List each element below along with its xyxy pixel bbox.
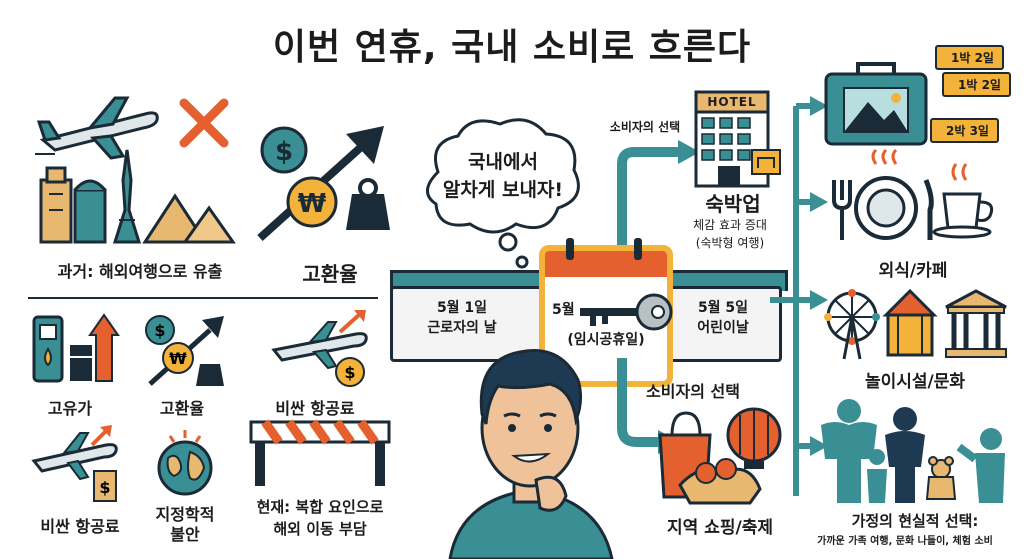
day2-line1: 5월: [552, 302, 575, 318]
day3: 5월 5일 어린이날: [668, 298, 778, 338]
airplane-icon: [35, 96, 159, 160]
airplane-price-icon: $: [271, 310, 368, 387]
trip-tag-1: 1박 2일: [935, 45, 1004, 70]
present-line1: 현재: 복합 요인으로: [256, 498, 384, 516]
shopping-basket-icon: [658, 407, 782, 505]
cross-icon: [179, 98, 229, 148]
lodging-sub: 체감 효과 증대 (숙박형 여행): [660, 216, 800, 252]
dollar-symbol: $: [99, 478, 110, 497]
hotel-icon: [694, 90, 781, 188]
present-line2: 해외 이동 부담: [273, 520, 367, 538]
exchange-label: 고환율: [302, 262, 358, 286]
landmarks-icon: [39, 149, 236, 244]
key-icon: [580, 293, 673, 331]
barrier-icon: [249, 419, 391, 486]
calendar-header: [545, 251, 667, 277]
day1-line1: 5월 1일: [436, 300, 488, 316]
suitcase-icon: [824, 62, 928, 146]
airfare-label-1: 비싼 항공료: [275, 399, 355, 418]
day1-line2: 근로자의 날: [427, 320, 497, 336]
dining-label: 외식/카페: [878, 261, 948, 281]
choice-top-label: 소비자의 선택: [609, 120, 681, 134]
fuel-pump-icon: [32, 313, 120, 383]
day2-line2: (임시공휴일): [567, 332, 645, 348]
exchange-rate-icon: $ ₩: [257, 126, 390, 241]
branch-arrows: [770, 96, 828, 496]
divider: [28, 297, 378, 299]
amusement-icon: [824, 288, 1007, 360]
arrow-to-hotel: [617, 140, 700, 276]
airfare-label-2: 비싼 항공료: [40, 517, 120, 536]
exchange-rate-small-icon: $ ₩: [145, 315, 224, 386]
day3-line2: 어린이날: [697, 320, 749, 336]
geopolitics-line2: 불안: [170, 525, 200, 544]
lodging-sub2: (숙박형 여행): [695, 236, 765, 250]
thought-line2: 알차게 보내자!: [442, 179, 564, 201]
day3-line1: 5월 5일: [697, 300, 749, 316]
dining-icon: [832, 148, 994, 240]
hotel-sign: HOTEL: [707, 95, 757, 109]
day1: 5월 1일 근로자의 날: [392, 298, 532, 338]
family-title: 가정의 현실적 선택:: [851, 512, 979, 530]
calendar-rings: [566, 238, 642, 260]
choice-bottom-label: 소비자의 선택: [646, 382, 740, 401]
thought-bubble: [426, 118, 580, 269]
geopolitics-label: 지정학적 불안: [140, 505, 230, 545]
airplane-tag-icon: $: [31, 425, 118, 502]
trip-tag-2: 1박 2일: [942, 72, 1011, 97]
exchange-small-label: 고환율: [159, 399, 205, 418]
page-title: 이번 연휴, 국내 소비로 흐른다: [272, 27, 752, 68]
won-symbol: ₩: [298, 189, 327, 219]
leisure-label: 놀이시설/문화: [864, 372, 966, 392]
dollar-symbol: $: [154, 321, 165, 340]
dollar-symbol: $: [344, 363, 355, 382]
person-thinking-illustration: [448, 349, 614, 559]
geopolitics-line1: 지정학적: [155, 505, 215, 524]
trip-tag-3: 2박 3일: [930, 118, 999, 143]
past-label: 과거: 해외여행으로 유출: [57, 262, 223, 281]
thought-text: 국내에서 알차게 보내자!: [428, 148, 578, 204]
shopping-label: 지역 쇼핑/축제: [667, 518, 773, 538]
globe-icon: [157, 430, 213, 496]
present-label: 현재: 복합 요인으로 해외 이동 부담: [235, 496, 405, 540]
won-symbol: ₩: [169, 349, 187, 368]
family-sub: 가까운 가족 여행, 문화 나들이, 체험 소비: [817, 536, 993, 547]
oil-label: 고유가: [47, 399, 93, 418]
family-icon: [821, 399, 1005, 503]
lodging-sub1: 체감 효과 증대: [693, 218, 767, 232]
lodging-title: 숙박업: [705, 192, 761, 216]
dollar-symbol: $: [275, 137, 293, 167]
thought-line1: 국내에서: [468, 151, 538, 173]
